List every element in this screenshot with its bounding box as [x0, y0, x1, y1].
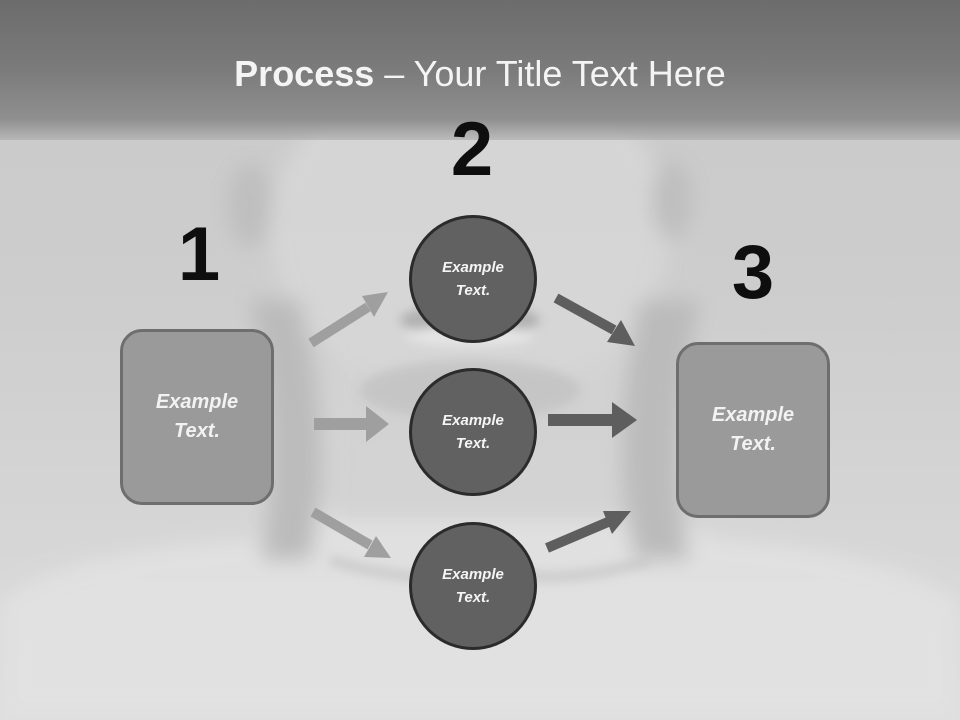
right-box-text: Example Text. [711, 404, 795, 455]
circle-top-text: Example Text. [442, 259, 504, 299]
circle-top: Example Text. [409, 215, 537, 343]
circle-bottom: Example Text. [409, 522, 537, 650]
arrow-top-to-right [553, 293, 635, 346]
stage-number-1: 1 [177, 212, 221, 297]
arrow-left-to-top [308, 292, 388, 348]
circle-middle-text: Example Text. [442, 412, 504, 452]
circle-middle: Example Text. [409, 368, 537, 496]
arrow-left-to-middle [314, 406, 389, 442]
left-box: Example Text. [120, 329, 274, 505]
stage-number-3: 3 [731, 230, 775, 315]
arrow-bottom-to-right [545, 511, 631, 553]
right-box: Example Text. [676, 342, 830, 518]
title-bar [0, 0, 960, 140]
left-box-text: Example Text. [155, 391, 239, 442]
title-bold-part: Process [234, 53, 375, 94]
circle-bottom-text: Example Text. [442, 566, 504, 606]
title-rest-part: – Your Title Text Here [374, 53, 726, 94]
slide-title: Process – Your Title Text Here [0, 52, 960, 96]
arrow-left-to-bottom [310, 507, 391, 558]
arrow-middle-to-right [548, 402, 637, 438]
stage-number-2: 2 [450, 107, 494, 192]
